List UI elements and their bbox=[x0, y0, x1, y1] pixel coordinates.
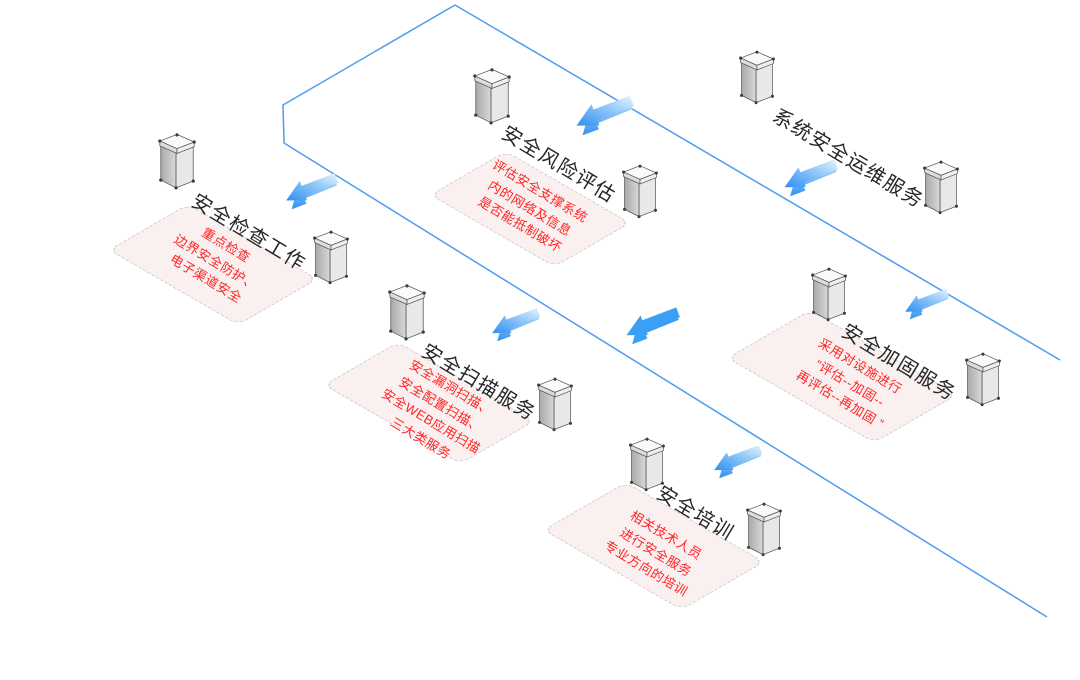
flow-arrow-icon bbox=[712, 442, 764, 478]
flow-arrow-icon bbox=[574, 92, 636, 135]
server-tower-icon bbox=[311, 230, 351, 288]
plane-left-bottom-edge bbox=[282, 4, 1048, 618]
server-tower-icon bbox=[386, 284, 428, 344]
server-tower-icon bbox=[471, 68, 513, 128]
server-tower-icon bbox=[156, 133, 198, 193]
flow-arrow-icon bbox=[624, 304, 682, 344]
server-tower-icon bbox=[620, 164, 660, 222]
server-tower-icon bbox=[809, 267, 849, 325]
server-tower-icon bbox=[744, 502, 784, 560]
flow-arrow-icon bbox=[490, 305, 542, 341]
flow-arrow-icon bbox=[903, 286, 951, 319]
plane-right-edge bbox=[454, 4, 1061, 361]
flow-arrow-icon bbox=[284, 170, 340, 209]
server-tower-icon bbox=[737, 50, 777, 108]
server-tower-icon bbox=[535, 377, 575, 435]
server-tower-icon bbox=[963, 352, 1003, 410]
